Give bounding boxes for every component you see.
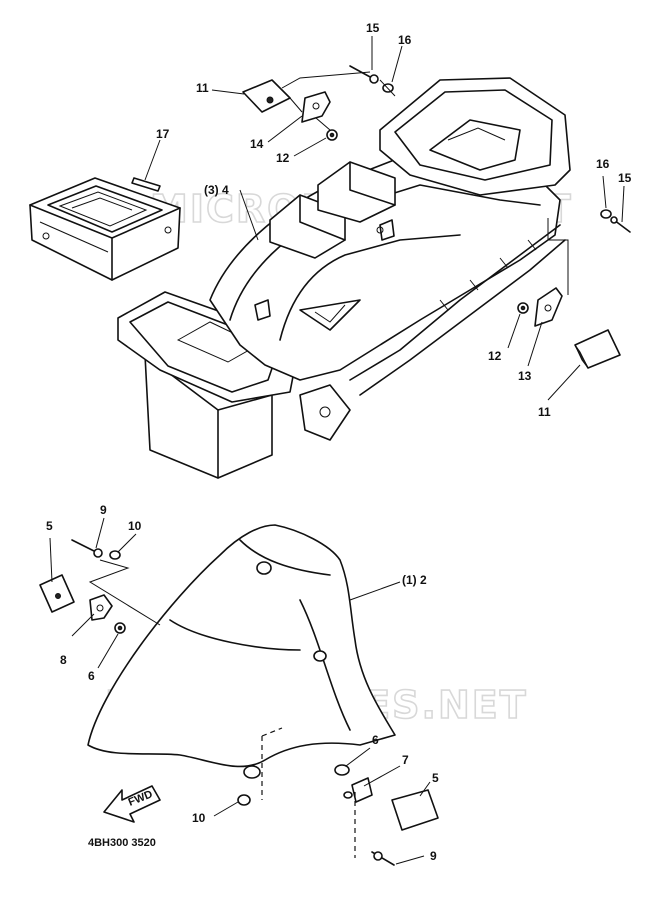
- forward-direction-arrow: FWD: [103, 785, 161, 823]
- callout-1-2: (1) 2: [402, 573, 427, 587]
- callout-11-right: 11: [538, 405, 551, 419]
- callout-5-right: 5: [432, 771, 439, 785]
- callout-6-left: 6: [88, 669, 95, 683]
- callout-labels: 15 16 11 14 12 17 (3) 4 16 15 12 13 11 9…: [46, 21, 632, 863]
- callout-6-right: 6: [372, 733, 379, 747]
- callout-3-4: (3) 4: [204, 183, 229, 197]
- storage-tray-part: [29, 177, 181, 281]
- callout-16-top: 16: [398, 33, 412, 47]
- callout-17: 17: [156, 127, 170, 141]
- tape-strip-part: [131, 177, 161, 192]
- callout-5-left: 5: [46, 519, 53, 533]
- right-fastener-group: [517, 209, 631, 369]
- top-left-fastener-group: [242, 65, 396, 141]
- callout-14: 14: [250, 137, 264, 151]
- callout-12-top: 12: [276, 151, 290, 165]
- callout-16-right: 16: [596, 157, 610, 171]
- callout-9-bottom: 9: [430, 849, 437, 863]
- front-left-fastener-group: [39, 539, 161, 634]
- rear-fender-assembly: [117, 77, 571, 479]
- callout-12-right: 12: [488, 349, 502, 363]
- callout-15-right: 15: [618, 171, 632, 185]
- diagram-code: 4BH300 3520: [88, 837, 156, 849]
- callout-11-top: 11: [196, 81, 209, 95]
- callout-8: 8: [60, 653, 67, 667]
- callout-13: 13: [518, 369, 532, 383]
- callout-7: 7: [402, 753, 409, 767]
- leader-lines: [49, 36, 625, 865]
- callout-10-bottom: 10: [192, 811, 206, 825]
- front-fender-part: [87, 524, 396, 779]
- callout-9-top: 9: [100, 503, 107, 517]
- callout-10-top: 10: [128, 519, 142, 533]
- callout-15-top: 15: [366, 21, 380, 35]
